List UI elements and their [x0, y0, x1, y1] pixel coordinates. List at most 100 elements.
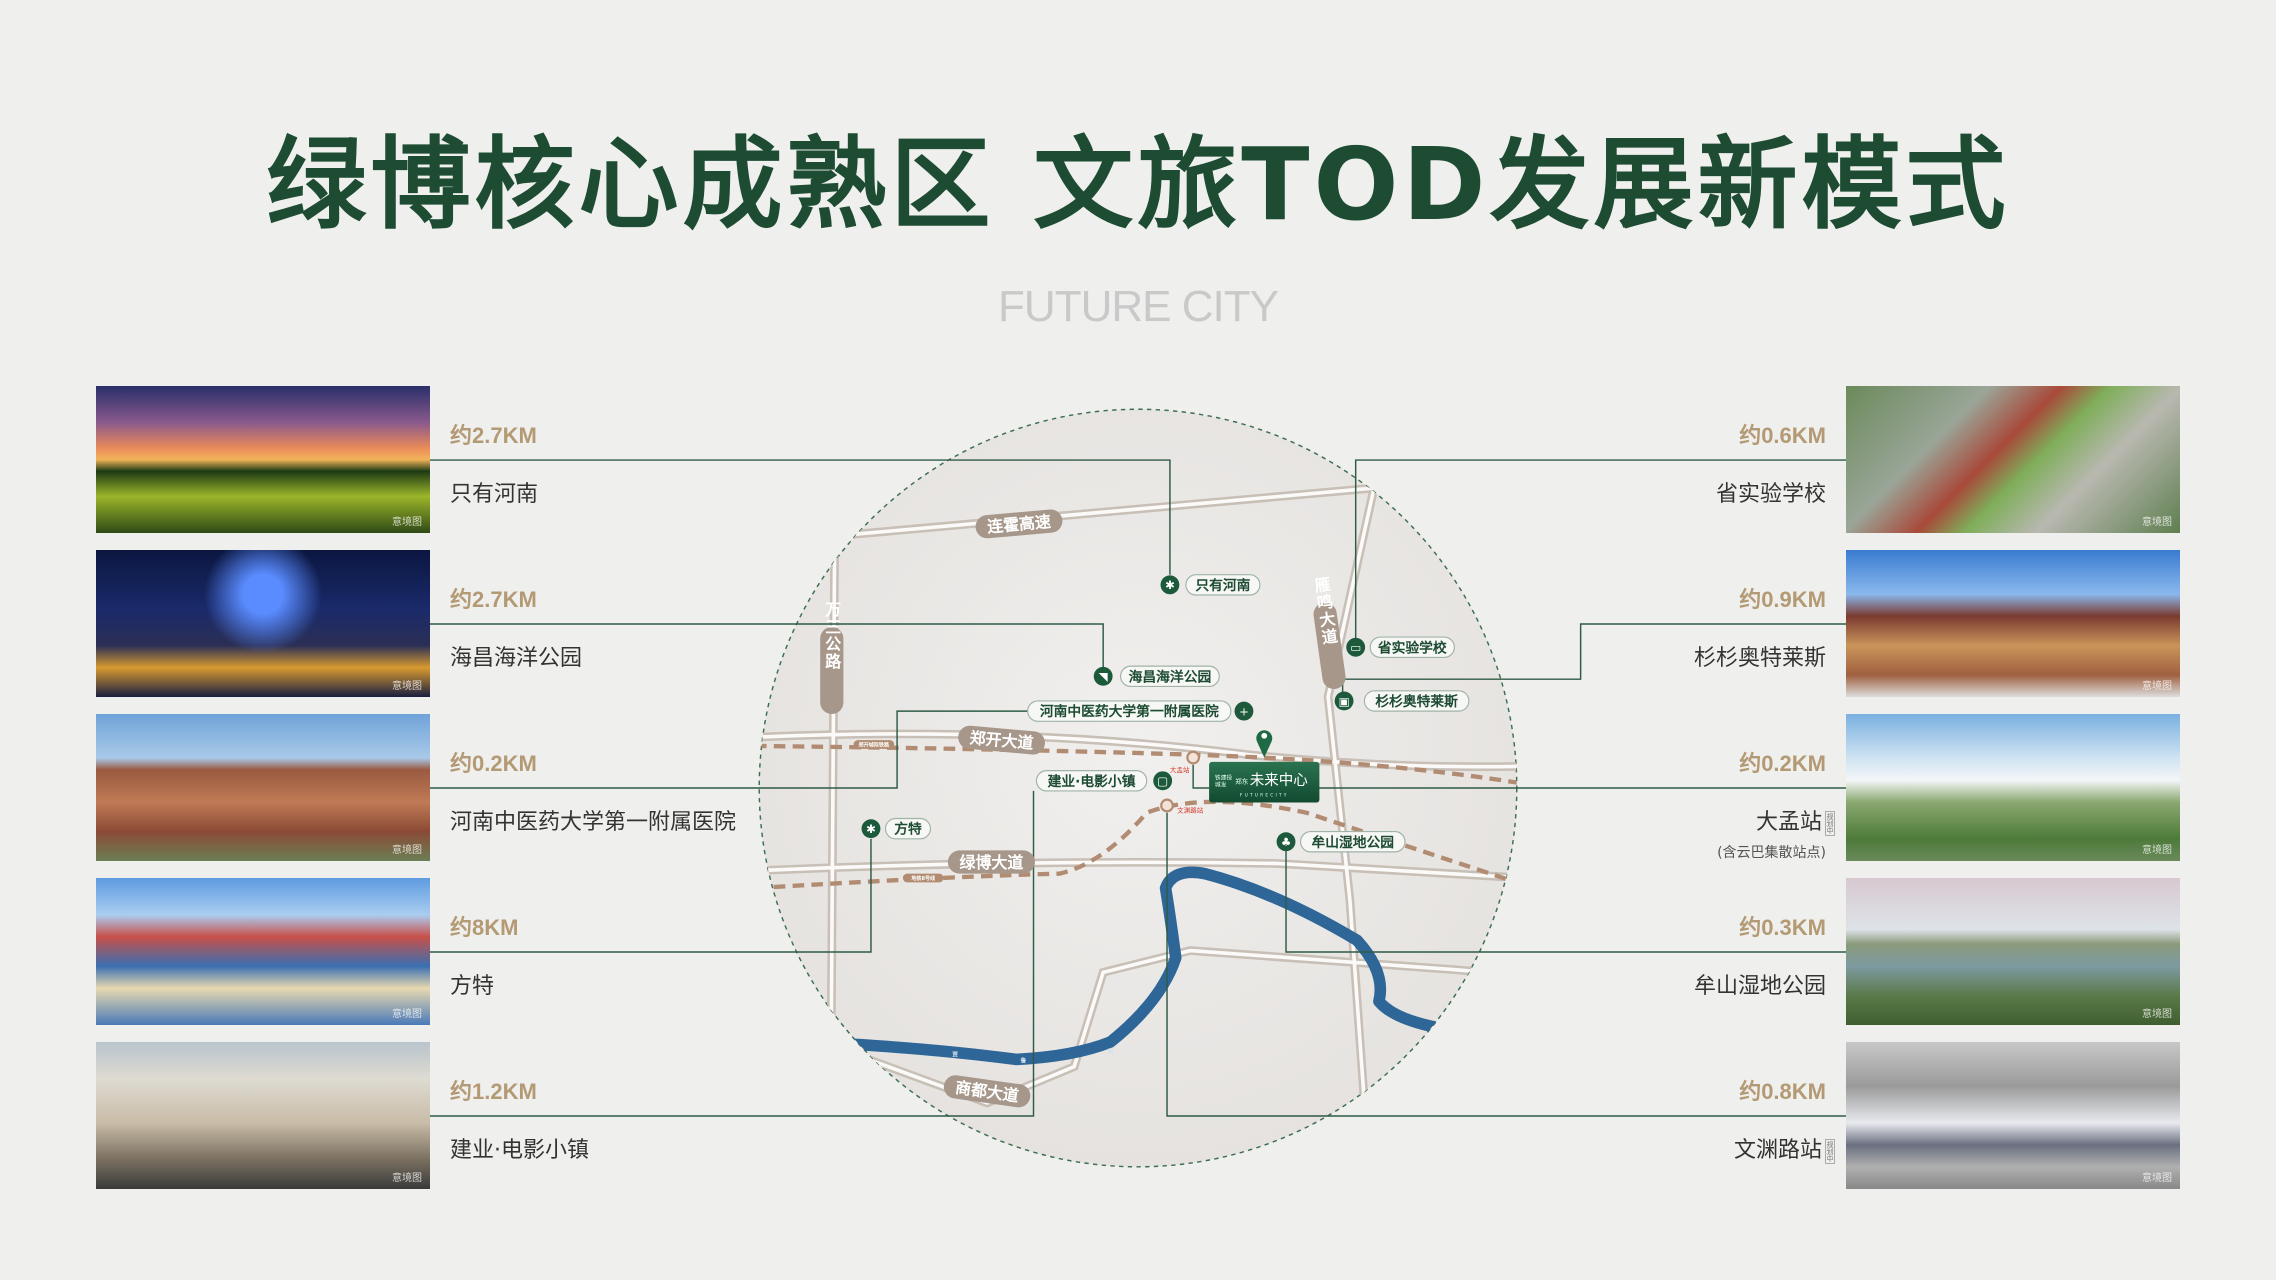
- watermark-text: 意境图: [392, 1009, 422, 1020]
- road-label-shangdu: 商都大道: [943, 1075, 1031, 1108]
- place-name-text: 文渊路站: [1733, 1138, 1822, 1163]
- place-name-text: 建业·电影小镇: [450, 1138, 589, 1163]
- right-photo-monorail: 意境图: [1846, 714, 2180, 861]
- rail-name: 郑开城际铁路: [859, 742, 890, 749]
- left-place-name: 方特: [450, 968, 494, 1000]
- poi-label: 海昌海洋公园: [1129, 668, 1212, 685]
- map-poi-0[interactable]: 只有河南 ✱: [1160, 574, 1261, 596]
- right-photo-high-speed-train: 意境图: [1846, 1042, 2180, 1189]
- place-name-text: 牟山湿地公园: [1693, 974, 1826, 999]
- right-distance: 约0.2KM: [1739, 751, 1826, 776]
- map-poi-7[interactable]: 牟山湿地公园♣: [1276, 830, 1406, 853]
- brand-b: 城发: [1215, 781, 1227, 789]
- film-icon-glyph: ▢: [1157, 774, 1168, 788]
- right-distance: 约0.8KM: [1739, 1079, 1826, 1104]
- left-distance: 约1.2KM: [450, 1079, 537, 1104]
- place-name-text: 只有河南: [450, 482, 539, 507]
- map-poi-4[interactable]: 杉杉奥特莱斯 ▣: [1334, 690, 1470, 712]
- left-photo-hospital-building: 意境图: [96, 714, 430, 861]
- road-label-zhengkai: 郑开大道: [958, 725, 1045, 755]
- left-place-name: 只有河南: [450, 476, 538, 508]
- watermark-text: 意境图: [2142, 1173, 2172, 1184]
- poi-label: 方特: [894, 821, 922, 838]
- map-poi-6[interactable]: 方特 ✱: [861, 817, 932, 840]
- right-place-name: 文渊路站规划中: [1734, 1132, 1835, 1164]
- brand-c: 郑东: [1235, 777, 1249, 786]
- ferris-wheel-icon-glyph: ✱: [1165, 578, 1175, 592]
- poi-label: 杉杉奥特莱斯: [1375, 693, 1458, 710]
- project-future-city[interactable]: 铁建投 城发 郑东 未来中心 FUTURECITY: [1209, 730, 1320, 803]
- shopping-bag-icon-glyph: ▣: [1339, 694, 1350, 708]
- left-photo-film-town-street: 意境图: [96, 1042, 430, 1189]
- right-photo-school-aerial: 意境图: [1846, 386, 2180, 533]
- rail-label-intercity: 郑开城际铁路: [853, 740, 895, 749]
- right-photo-wetland-lake: 意境图: [1846, 878, 2180, 1025]
- map-poi-3[interactable]: 省实验学校▭: [1346, 636, 1455, 658]
- right-place-name: 牟山湿地公园: [1694, 968, 1826, 1000]
- brand-a: 铁建投: [1215, 773, 1233, 781]
- road-label-lianhuo: 连霍高速: [975, 509, 1063, 539]
- place-name-text: 海昌海洋公园: [450, 646, 583, 671]
- right-place-name: 大孟站规划中: [1756, 804, 1835, 836]
- right-photo-outlet-mall: 意境图: [1846, 550, 2180, 697]
- right-distance: 约0.6KM: [1739, 423, 1826, 448]
- left-distance: 约0.2KM: [450, 751, 537, 776]
- station-wenyuan[interactable]: 文渊路站: [1160, 798, 1204, 815]
- river-label-char: 鲁: [1019, 1056, 1026, 1064]
- left-photo-night-ferris-wheel: 意境图: [96, 550, 430, 697]
- location-pin-icon: [1256, 730, 1273, 758]
- map-poi-1[interactable]: 海昌海洋公园◥: [1093, 665, 1220, 688]
- left-place-name: 建业·电影小镇: [450, 1132, 589, 1164]
- planned-tag: 规划中: [1825, 810, 1835, 836]
- road-name: 绿博大道: [960, 853, 1024, 872]
- station-dameng-label: 大孟站: [1170, 765, 1190, 774]
- river-label-char: 河: [1108, 1048, 1114, 1056]
- project-name-en: FUTURECITY: [1240, 793, 1289, 799]
- left-place-name: 海昌海洋公园: [450, 640, 582, 672]
- left-distance: 约2.7KM: [450, 587, 537, 612]
- hospital-cross-icon-glyph: +: [1239, 704, 1249, 718]
- project-name: 未来中心: [1250, 772, 1308, 789]
- watermark-text: 意境图: [392, 845, 422, 856]
- right-place-name: 省实验学校: [1716, 476, 1826, 508]
- watermark-text: 意境图: [2142, 845, 2172, 856]
- watermark-text: 意境图: [392, 1173, 422, 1184]
- tree-icon: [1276, 832, 1296, 852]
- page-subtitle: FUTURE CITY: [998, 282, 1279, 331]
- watermark-text: 意境图: [2142, 681, 2172, 692]
- left-photo-theme-park-castle: 意境图: [96, 878, 430, 1025]
- watermark-text: 意境图: [392, 681, 422, 692]
- watermark-text: 意境图: [2142, 1009, 2172, 1020]
- shopping-bag-icon: [1334, 691, 1354, 711]
- hospital-cross-icon: [1234, 701, 1254, 721]
- page-title: 绿博核心成熟区 文旅TOD发展新模式: [266, 126, 2010, 243]
- ferris-wheel-icon: [861, 819, 881, 839]
- ferris-wheel-icon-glyph: ✱: [866, 822, 876, 836]
- place-name-text: 大孟站: [1755, 810, 1822, 835]
- right-distance: 约0.9KM: [1739, 587, 1826, 612]
- poi-label: 只有河南: [1195, 577, 1250, 594]
- film-icon: [1153, 771, 1173, 791]
- left-place-name: 河南中医药大学第一附属医院: [450, 804, 736, 836]
- station-dameng[interactable]: 大孟站: [1170, 750, 1201, 774]
- place-name-text: 省实验学校: [1715, 482, 1826, 507]
- left-photo-sunset-field: 意境图: [96, 386, 430, 533]
- dolphin-icon: [1093, 666, 1113, 686]
- poi-label: 省实验学校: [1377, 639, 1447, 656]
- road-label-lvbo: 绿博大道: [947, 850, 1035, 874]
- poi-label: 建业·电影小镇: [1048, 773, 1136, 790]
- right-distance: 约0.3KM: [1739, 915, 1826, 940]
- rail-label-metro: 地铁8号线: [902, 873, 944, 883]
- river-label-char: 贾: [952, 1051, 958, 1059]
- map-poi-2[interactable]: 河南中医药大学第一附属医院 +: [1027, 700, 1254, 722]
- poi-label: 河南中医药大学第一附属医院: [1040, 703, 1219, 720]
- watermark-text: 意境图: [2142, 517, 2172, 528]
- left-distance: 约2.7KM: [450, 423, 537, 448]
- leader-lines: [429, 459, 1847, 1117]
- road-label-wansan: 万三公路: [820, 601, 844, 715]
- place-name-text: 方特: [450, 974, 495, 999]
- map-poi-5[interactable]: 建业·电影小镇 ▢: [1035, 770, 1173, 792]
- left-distance: 约8KM: [450, 915, 519, 940]
- station-wenyuan-label: 文渊路站: [1177, 806, 1204, 815]
